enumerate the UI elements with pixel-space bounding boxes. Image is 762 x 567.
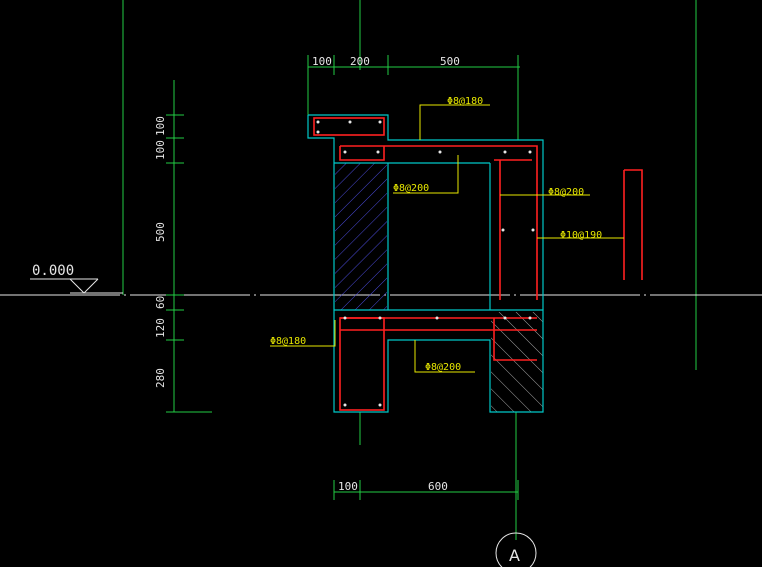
reference-lines (0, 0, 762, 540)
bottom-dimension-chain (333, 480, 519, 500)
note-mid-left: Φ8@200 (393, 183, 429, 194)
note-top-right: Φ8@180 (447, 96, 483, 107)
top-dimension-chain (307, 55, 520, 140)
left-dimension-chain (166, 80, 212, 413)
concrete-outline (307, 114, 544, 413)
left-dim-3: 500 (154, 222, 167, 242)
left-dim-4: 60 (154, 296, 167, 309)
bottom-dim-2: 600 (428, 480, 448, 493)
note-right-upper: Φ8@200 (548, 187, 584, 198)
rebar-dots (316, 120, 535, 407)
axis-bubble (495, 532, 537, 567)
left-dim-6: 280 (154, 368, 167, 388)
left-dim-5: 120 (154, 318, 167, 338)
axis-bubble-label: A (509, 546, 520, 565)
left-dim-1: 100 (154, 116, 167, 136)
level-label: 0.000 (32, 263, 74, 279)
hatched-wall-zone (335, 163, 387, 310)
note-lower-left: Φ8@180 (270, 336, 306, 347)
left-dim-2: 100 (154, 140, 167, 160)
bottom-dim-1: 100 (338, 480, 358, 493)
note-right-main: Φ10@190 (560, 230, 602, 241)
hatched-column-zone (491, 312, 543, 412)
top-dim-1: 100 (312, 55, 332, 68)
top-dim-2: 200 (350, 55, 370, 68)
note-lower-mid: Φ8@200 (425, 362, 461, 373)
leader-lines (270, 104, 624, 373)
top-dim-3: 500 (440, 55, 460, 68)
level-marker (30, 278, 123, 294)
